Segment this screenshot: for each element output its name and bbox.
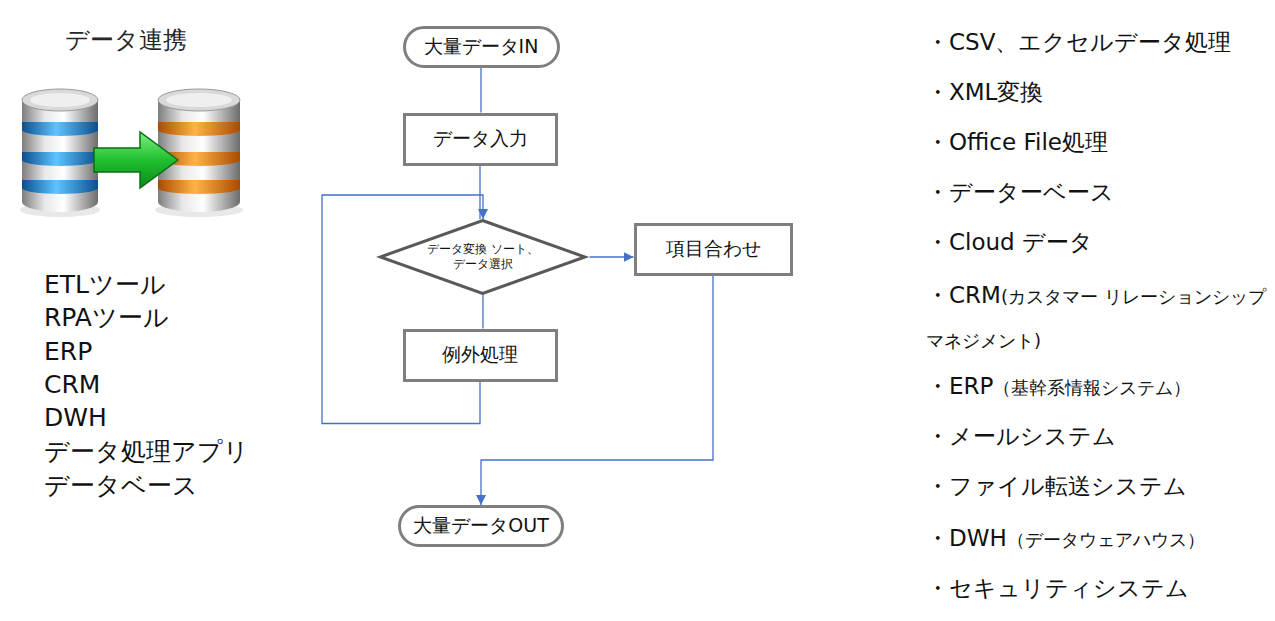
list-row: ・CSV、エクセルデータ処理 xyxy=(926,21,1271,66)
flow-connector xyxy=(481,276,713,506)
list-row: ・ファイル転送システム xyxy=(926,465,1271,510)
list-row: ・CRM(カスタマー リレーションシップ マネジメント) xyxy=(926,274,1271,363)
list-item: ・メールシステム xyxy=(926,423,1116,449)
process-box: 例外処理 xyxy=(403,329,558,382)
node-text: 大量データIN xyxy=(424,35,539,59)
node-text: 例外処理 xyxy=(442,343,518,367)
list-item: ・Office File処理 xyxy=(926,129,1108,155)
list-row: ・Office File処理 xyxy=(926,121,1271,166)
list-item: ・セキュリティシステム xyxy=(926,575,1189,601)
item-note: （データウェアハウス） xyxy=(1007,529,1205,550)
list-row: ・ERP（基幹系情報システム） xyxy=(926,365,1271,410)
process-box: データ入力 xyxy=(403,113,558,166)
list-row: ・データーベース xyxy=(926,171,1271,216)
flow-connector xyxy=(590,256,634,257)
terminal: 大量データIN xyxy=(403,26,560,68)
list-row: ・XML変換 xyxy=(926,71,1271,116)
process-box: 項目合わせ xyxy=(634,223,793,276)
node-text: データ変換 ソート、データ選択 xyxy=(425,242,541,272)
node-text: 大量データOUT xyxy=(413,514,548,538)
title: データ連携 xyxy=(65,24,187,56)
list-item: ・データーベース xyxy=(926,179,1114,205)
list-row: ・DWH（データウェアハウス） xyxy=(926,517,1271,562)
list-item: ・ERP xyxy=(926,373,993,399)
decision-diamond: データ変換 ソート、データ選択 xyxy=(376,219,589,295)
node-text: 項目合わせ xyxy=(666,237,761,261)
list-item: ・DWH xyxy=(926,525,1007,551)
tool-name: DWH xyxy=(44,401,107,435)
transfer-arrow xyxy=(94,132,178,188)
item-note: （基幹系情報システム） xyxy=(993,377,1191,398)
list-item: ・CSV、エクセルデータ処理 xyxy=(926,29,1231,55)
list-row: ・メールシステム xyxy=(926,415,1271,460)
tool-name: データ処理アプリ xyxy=(44,435,249,469)
tool-name: CRM xyxy=(44,368,100,402)
node-text: データ入力 xyxy=(433,127,528,151)
list-row: ・Cloud データ xyxy=(926,221,1271,266)
tool-name: データベース xyxy=(44,469,198,503)
list-item: ・XML変換 xyxy=(926,79,1043,105)
list-item: ・Cloud データ xyxy=(926,229,1093,255)
tool-name: ERP xyxy=(44,335,92,369)
flow-connector xyxy=(482,295,483,329)
list-item: ・ファイル転送システム xyxy=(926,473,1187,499)
tool-name: ETLツール xyxy=(44,268,166,302)
list-row: ・セキュリティシステム xyxy=(926,567,1271,612)
flow-connector xyxy=(479,166,480,220)
tool-name: RPAツール xyxy=(44,301,169,335)
database-left xyxy=(20,89,100,217)
terminal: 大量データOUT xyxy=(398,505,563,547)
list-item: ・CRM xyxy=(926,282,1001,308)
flow-connector xyxy=(480,68,481,113)
